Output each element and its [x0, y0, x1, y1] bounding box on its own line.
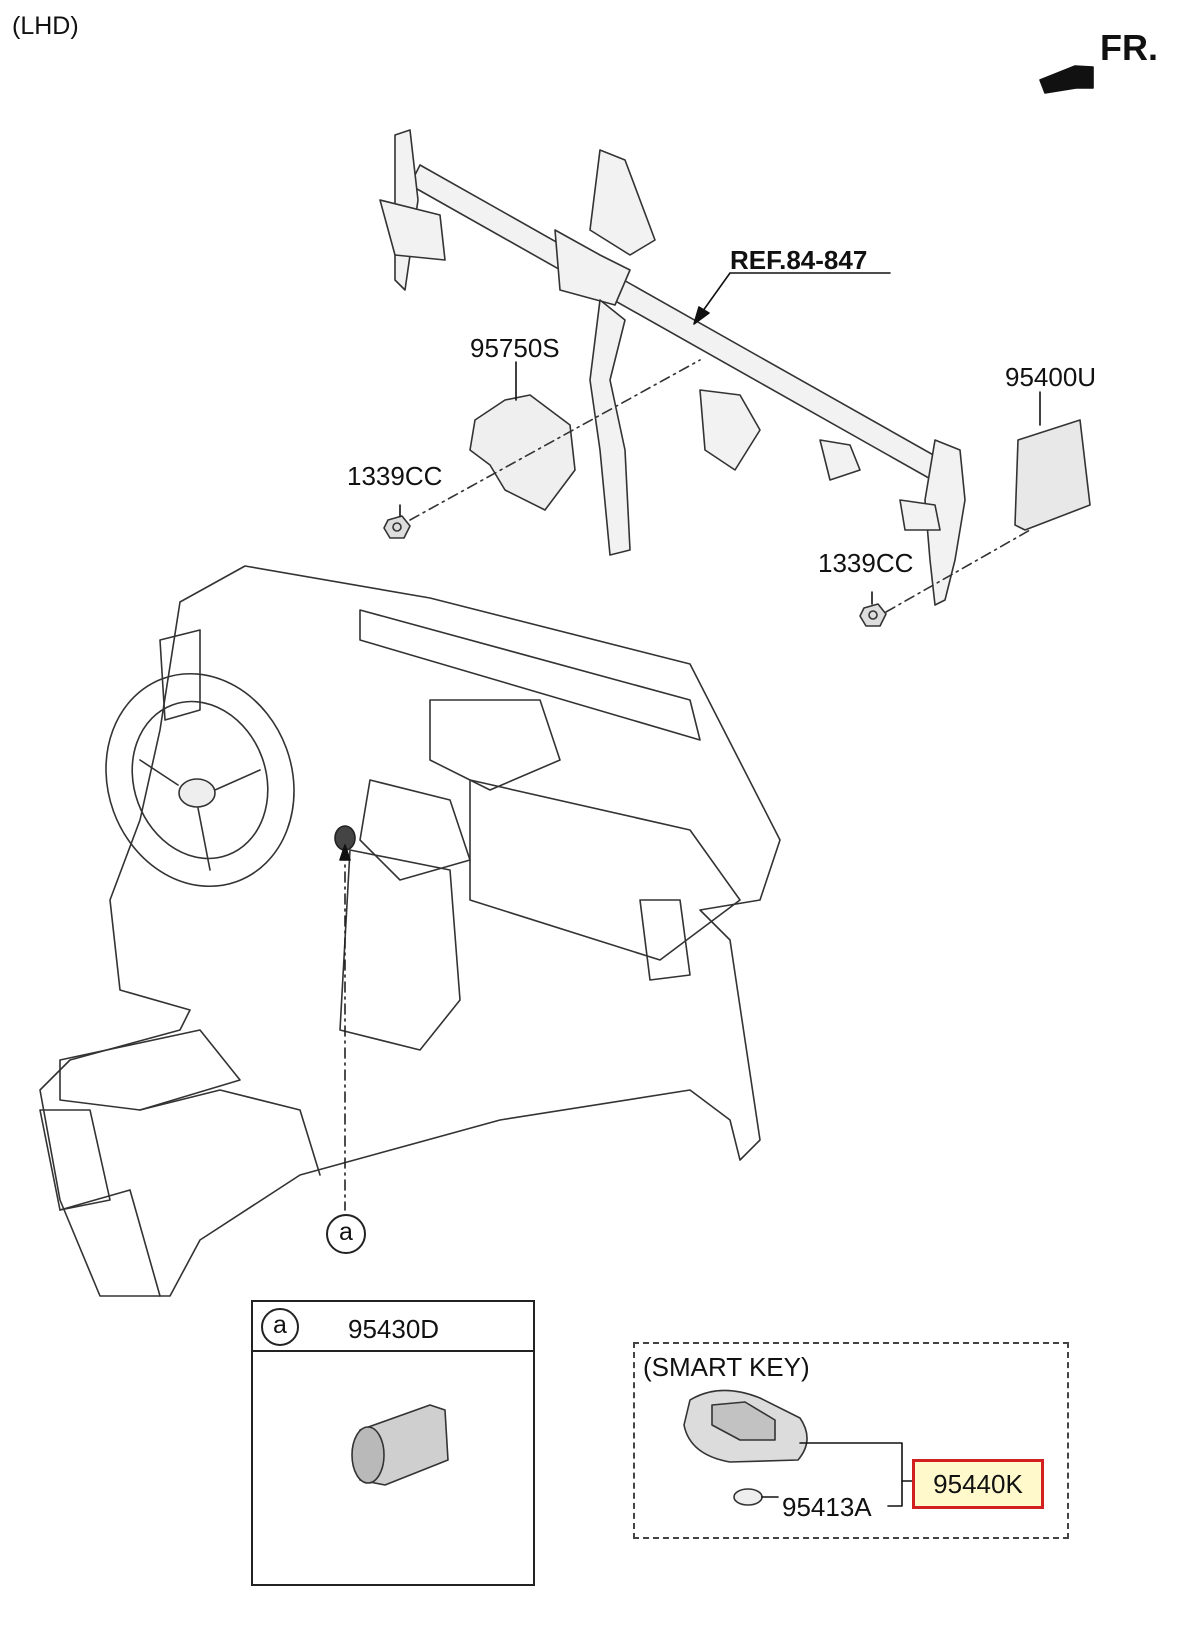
orientation-note: (LHD) [12, 12, 79, 40]
smart-key-group: (SMART KEY) [633, 1342, 1069, 1539]
part-label-nut-left[interactable]: 1339CC [347, 461, 443, 491]
start-switch-detail [351, 1404, 449, 1486]
fastener-line-right [885, 529, 1031, 613]
reference-leader [699, 272, 891, 316]
reference-label[interactable]: REF.84-847 [730, 245, 868, 275]
smart-key-title: (SMART KEY) [643, 1352, 810, 1382]
part-label-battery[interactable]: 95413A [782, 1492, 872, 1522]
detail-a-box: a 95430D [251, 1300, 535, 1586]
part-label-nut-right[interactable]: 1339CC [818, 548, 914, 578]
cross-beam [379, 129, 966, 606]
front-label: FR. [1100, 27, 1158, 68]
bracket-module [469, 394, 576, 511]
dashboard-outline [39, 565, 781, 1297]
part-label-bracket-module[interactable]: 95750S [470, 333, 560, 363]
detail-a-header: a 95430D [253, 1302, 533, 1352]
steering-wheel [105, 672, 295, 888]
part-label-smart-key-highlighted[interactable]: 95440K [912, 1459, 1044, 1509]
part-label-control-unit[interactable]: 95400U [1005, 362, 1097, 392]
part-label-start-switch[interactable]: 95430D [348, 1314, 440, 1344]
callout-marker: a [326, 1214, 366, 1254]
detail-a-marker: a [261, 1308, 299, 1346]
smart-key-fob [683, 1389, 808, 1463]
front-arrow-icon [1039, 65, 1094, 94]
nut-left-icon [383, 515, 411, 539]
control-unit [1014, 419, 1091, 531]
nut-right-icon [859, 603, 887, 627]
